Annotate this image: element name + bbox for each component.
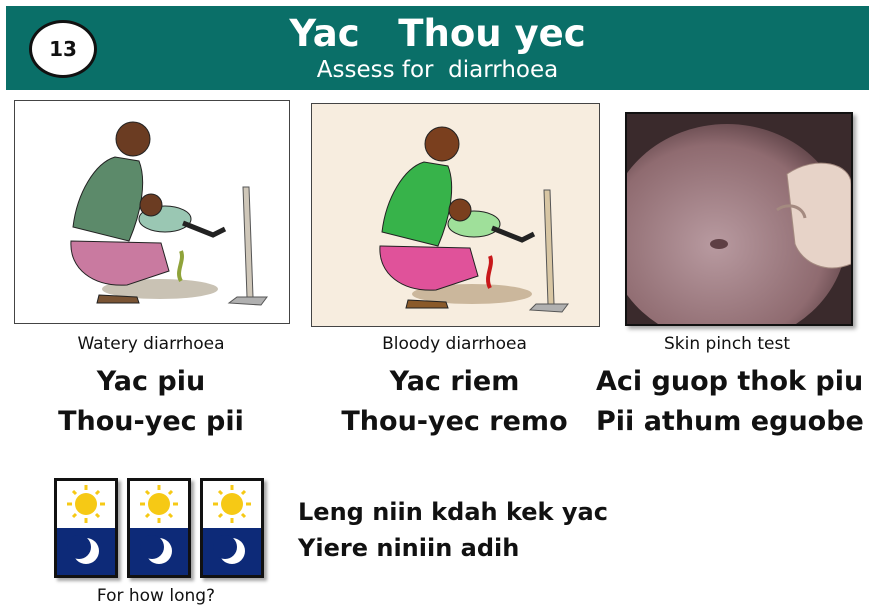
skin-pinch-test-photo xyxy=(625,112,853,326)
card-1-caption: Watery diarrhoea xyxy=(77,334,225,354)
card-3-line-2: Pii athum eguobe xyxy=(596,406,864,437)
watery-stool xyxy=(177,250,184,283)
slide-number-badge: 13 xyxy=(29,20,97,78)
day-night-icon xyxy=(127,478,191,578)
duration-line-1: Leng niin kdah kek yac xyxy=(298,498,608,526)
duration-line-2: Yiere niniin adih xyxy=(298,534,520,562)
card-2-caption: Bloody diarrhoea xyxy=(382,334,527,354)
day-night-icon xyxy=(200,478,264,578)
card-3-line-1: Aci guop thok piu xyxy=(596,366,864,397)
bloody-diarrhoea-illustration xyxy=(311,103,600,327)
bloody-stool xyxy=(486,255,493,289)
duration-caption: For how long? xyxy=(96,586,216,606)
card-2-line-2: Thou-yec remo xyxy=(341,406,568,437)
header-banner: 13 Yac Thou yec Assess for diarrhoea xyxy=(6,6,869,90)
page-subtitle: Assess for diarrhoea xyxy=(316,57,559,83)
card-2-line-1: Yac riem xyxy=(389,366,520,397)
card-3-caption: Skin pinch test xyxy=(664,334,790,354)
watery-diarrhoea-illustration xyxy=(14,100,290,324)
card-1-line-2: Thou-yec pii xyxy=(58,406,244,437)
day-night-icon xyxy=(54,478,118,578)
page-title: Yac Thou yec xyxy=(289,12,586,55)
card-1-line-1: Yac piu xyxy=(96,366,206,397)
